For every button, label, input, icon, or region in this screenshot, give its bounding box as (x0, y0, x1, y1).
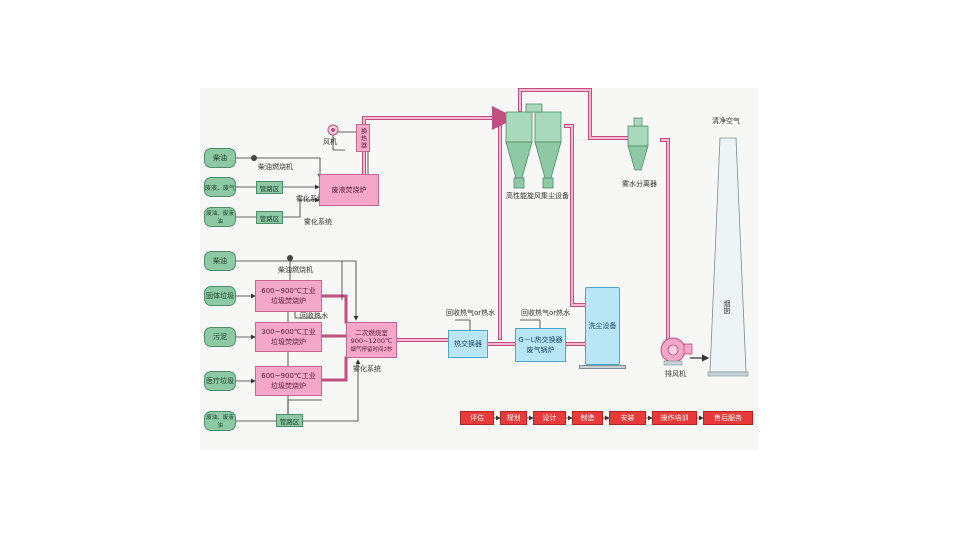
furnace-b-line2: 垃圾焚烧炉 (271, 338, 306, 346)
heat-exchanger-small-label: 换热器 (359, 127, 367, 149)
scrubber-label: 洗尘设备 (588, 322, 617, 330)
gl-line1: G－L热交换器 (518, 336, 563, 344)
step-evaluate: 评估 (460, 411, 494, 425)
exhaust-fan-unit (660, 337, 693, 366)
step-install: 安装 (609, 411, 646, 425)
label-cyclone: 高性能旋风集尘设备 (506, 192, 569, 200)
waste-liquid-furnace: 废液焚烧炉 (319, 174, 379, 206)
step-training: 操作培训 (652, 411, 697, 425)
mist-separator-vessel (627, 117, 649, 171)
source-tank-waste-oil-top: 废油、废液油 (204, 207, 236, 227)
waste-liquid-furnace-label: 废液焚烧炉 (331, 186, 367, 194)
heat-exchanger-small: 换热器 (356, 124, 370, 152)
secondary-combustion-chamber: 二次燃烧室 900~1200℃ 烟气停留时间2秒 (346, 322, 397, 358)
chimney-stack (707, 137, 749, 377)
secondary-line1: 二次燃烧室 (355, 329, 388, 337)
furnace-a-line2: 垃圾焚烧炉 (271, 297, 306, 305)
label-clean-air: 清净空气 (712, 117, 740, 125)
step-aftersales: 售后服务 (703, 411, 753, 425)
source-tank-solid-waste: 固体垃圾 (204, 286, 236, 306)
step-manufacture: 制造 (572, 411, 603, 425)
gl-line2: 废气锅炉 (526, 346, 555, 354)
source-tank-waste-gas: 废液、废气 (204, 177, 236, 197)
pump-icons (251, 155, 293, 261)
scrubber-base (579, 365, 626, 369)
label-chimney: 烟囱 (723, 300, 731, 314)
heat-exchanger-label: 热交换器 (454, 340, 482, 348)
furnace-c-line2: 垃圾焚烧炉 (271, 382, 306, 390)
furnace-b-line1: 300~600℃工业 (261, 328, 316, 336)
top-fan-unit (327, 124, 339, 136)
label-fan: 风机 (323, 138, 337, 146)
pipe-zone-3: 管路区 (276, 414, 303, 427)
heat-exchanger: 热交换器 (448, 330, 488, 358)
furnace-600-900-b: 600~900℃工业 垃圾焚烧炉 (255, 366, 322, 396)
furnace-c-line1: 600~900℃工业 (261, 372, 316, 380)
secondary-line2: 900~1200℃ (350, 337, 393, 345)
label-atomize-1: 雾化系统 (296, 195, 324, 203)
label-recover-1: 回收热气or热水 (446, 309, 496, 317)
step-plan: 规划 (500, 411, 527, 425)
label-atomize-2: 雾化系统 (304, 218, 332, 226)
source-tank-medical-waste: 医疗垃圾 (204, 371, 236, 391)
feed-lines-top (236, 131, 369, 218)
source-tank-waste-oil-bottom: 废油、废液油 (204, 411, 236, 431)
label-atomize-3: 雾化系统 (353, 365, 381, 373)
flue-pipes (320, 88, 670, 382)
pipe-zone-2: 管路区 (256, 211, 283, 224)
cyclone-collector (505, 103, 562, 189)
label-recover-2: 回收热气or热水 (521, 309, 571, 317)
furnace-300-600: 300~600℃工业 垃圾焚烧炉 (255, 322, 322, 352)
pipe-zone-1: 管路区 (256, 181, 283, 194)
source-tank-diesel-top: 柴油 (204, 148, 236, 168)
source-tank-diesel-bottom: 柴油 (204, 251, 236, 271)
label-recover-water: 回收热水 (300, 312, 328, 320)
label-exhaust-fan: 排风机 (665, 370, 686, 378)
scrubber: 洗尘设备 (585, 287, 620, 365)
step-design: 设计 (533, 411, 566, 425)
label-mist-separator: 雾水分离器 (622, 180, 657, 188)
gl-heat-exchanger: G－L热交换器 废气锅炉 (515, 328, 566, 362)
furnace-600-900-a: 600~900℃工业 垃圾焚烧炉 (255, 280, 322, 312)
label-diesel-burner-bottom: 柴油燃烧机 (278, 266, 313, 274)
secondary-line3: 烟气停留时间2秒 (350, 347, 393, 353)
label-diesel-burner-top: 柴油燃烧机 (258, 163, 293, 171)
furnace-a-line1: 600~900℃工业 (261, 287, 316, 295)
source-tank-sludge: 污泥 (204, 327, 236, 347)
